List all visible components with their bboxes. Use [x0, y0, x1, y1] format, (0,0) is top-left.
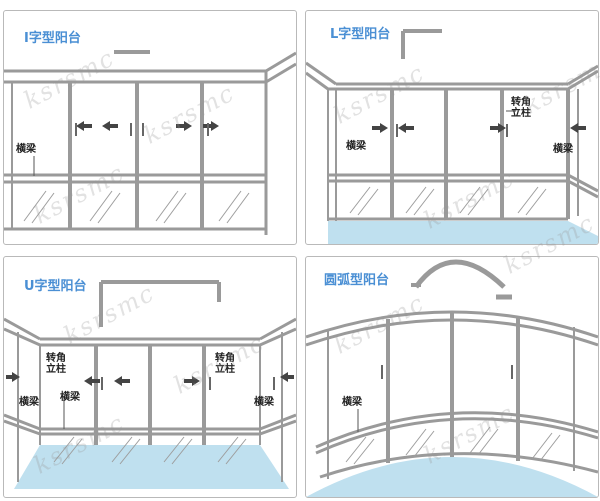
corner-post-label-right: 转角 立柱 — [215, 353, 235, 375]
beam-label: 横梁 — [342, 397, 362, 408]
arrow-right-icon — [203, 121, 219, 131]
panel-title: I字型阳台 — [24, 31, 81, 46]
arrow-left-icon — [76, 121, 92, 131]
arrow-left-icon — [84, 376, 100, 386]
arc-type-window-drawing — [306, 259, 598, 497]
arrow-left-icon — [102, 121, 118, 131]
arrow-right-icon — [184, 376, 200, 386]
panel-i-type: I字型阳台 横梁 — [3, 10, 297, 245]
arrow-left-icon — [398, 123, 414, 133]
beam-label: 横梁 — [60, 392, 80, 403]
panel-l-type: L字型阳台 转角 立柱 横梁 横梁 — [305, 10, 599, 245]
arrow-right-icon — [490, 123, 506, 133]
arc-symbol — [413, 259, 506, 289]
corner-post-label-left: 转角 立柱 — [46, 353, 66, 375]
beam-label-right: 横梁 — [254, 397, 274, 408]
panel-title: 圆弧型阳台 — [324, 273, 390, 288]
panel-title: U字型阳台 — [24, 279, 87, 294]
panel-arc-type: 圆弧型阳台 横梁 — [305, 256, 599, 498]
arrow-left-icon — [570, 123, 586, 133]
arrow-right-icon — [6, 372, 20, 382]
beam-label-left: 横梁 — [19, 397, 39, 408]
panel-u-type: U字型阳台 转角 立柱 转角 立柱 横梁 横梁 横梁 — [3, 256, 297, 498]
beam-label: 横梁 — [346, 141, 366, 152]
beam-label: 横梁 — [16, 144, 36, 155]
arrow-left-icon — [280, 372, 294, 382]
floor-area — [328, 221, 598, 244]
i-type-window-drawing — [4, 50, 296, 235]
u-type-window-drawing — [4, 280, 296, 489]
l-type-window-drawing — [306, 29, 598, 244]
arrow-left-icon — [114, 376, 130, 386]
corner-post-label: 转角 立柱 — [511, 97, 531, 119]
floor-area — [306, 457, 598, 497]
floor-area — [14, 445, 289, 489]
i-type-handles — [75, 123, 209, 136]
i-type-arrows — [76, 121, 219, 131]
arrow-right-icon — [372, 123, 388, 133]
beam-label-right: 横梁 — [553, 144, 573, 155]
panel-title: L字型阳台 — [330, 27, 391, 42]
arrow-right-icon — [176, 121, 192, 131]
